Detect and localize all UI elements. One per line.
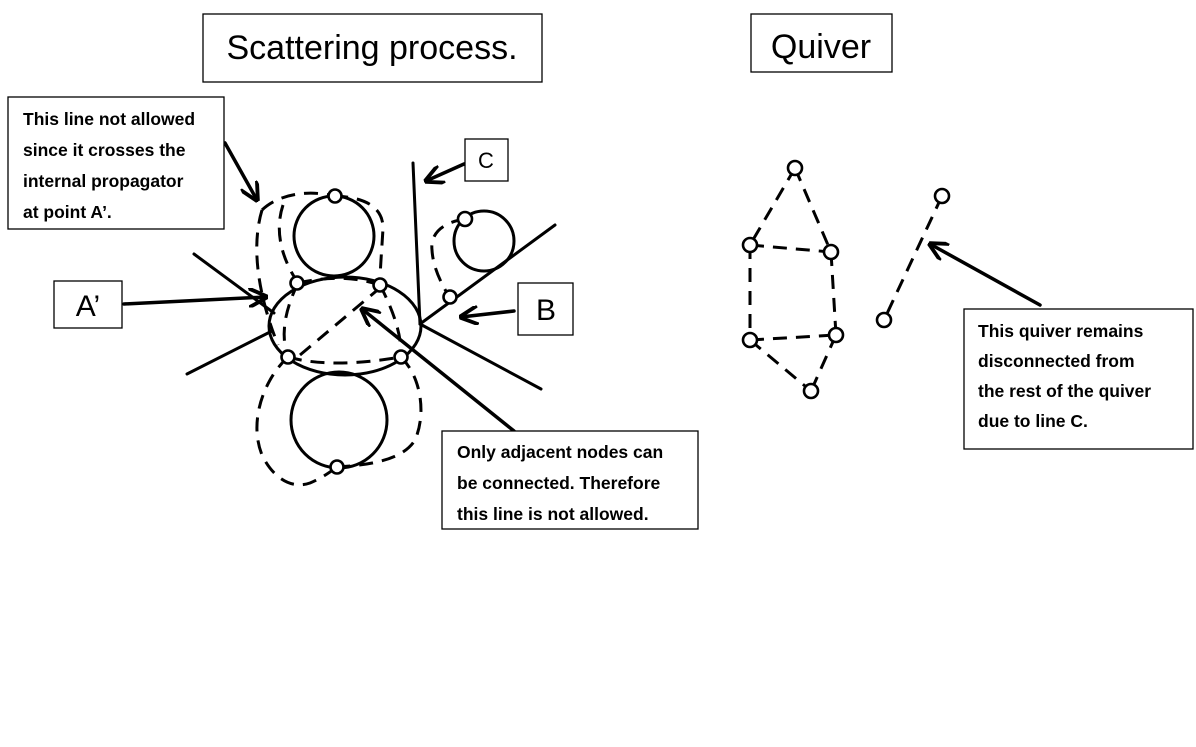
external-leg (418, 322, 543, 391)
label-a-prime: A’ (53, 280, 123, 329)
dashed-curve (430, 217, 466, 299)
quiver-node (802, 382, 820, 400)
right-loop (452, 209, 516, 273)
quiver-edge (749, 333, 837, 342)
dashed-curve (378, 284, 403, 358)
note-disconnected-text: This quiver remains disconnected from th… (978, 321, 1156, 431)
quiver-node (933, 187, 951, 205)
quiver-node (875, 311, 893, 329)
label-a-prime-text: A’ (76, 290, 100, 323)
lower-loop (289, 370, 389, 470)
node (329, 459, 345, 475)
note-crossing: This line not allowed since it crosses t… (7, 96, 225, 230)
dashed-curve (260, 191, 335, 212)
note-adjacent: Only adjacent nodes can be connected. Th… (441, 430, 699, 530)
arrow-b (461, 311, 516, 317)
quiver-node (786, 159, 804, 177)
quiver-title-text: Quiver (771, 28, 871, 66)
node (289, 275, 305, 291)
quiver-title: Quiver (750, 13, 893, 73)
note-crossing-text: This line not allowed since it crosses t… (23, 109, 200, 222)
dashed-curve (336, 355, 423, 469)
quiver-edge (793, 167, 833, 253)
label-b-text: B (536, 294, 556, 327)
quiver-node (827, 326, 845, 344)
quiver-node (741, 331, 759, 349)
line-c (411, 161, 422, 326)
external-legs (185, 161, 557, 391)
scattering-title: Scattering process. (202, 13, 543, 83)
note-disconnected: This quiver remains disconnected from th… (963, 308, 1194, 450)
external-leg (418, 223, 557, 326)
dashed-curve (287, 355, 402, 365)
label-c-text: C (478, 148, 494, 173)
quiver-node (822, 243, 840, 261)
quiver-edges (748, 167, 944, 393)
forbidden-crossing-line (255, 209, 280, 346)
external-leg (192, 252, 276, 315)
label-c: C (464, 138, 509, 182)
note-adjacent-text: Only adjacent nodes can be connected. Th… (457, 442, 668, 524)
quiver-nodes (741, 159, 951, 400)
node (372, 277, 388, 293)
arrow-a-prime (122, 297, 266, 304)
arrows (122, 141, 1042, 433)
node (327, 188, 343, 204)
quiver-node (741, 236, 759, 254)
label-b: B (517, 282, 574, 336)
arrow-c (426, 162, 466, 181)
quiver-edge (829, 251, 838, 336)
quiver-edge (748, 167, 797, 246)
node (442, 289, 458, 305)
scattering-nodes (280, 188, 474, 475)
arrow-crossing-note (223, 141, 257, 200)
quiver-edge (749, 243, 832, 254)
node (456, 210, 474, 228)
external-leg (185, 329, 274, 376)
disconnected-quiver-edge (882, 195, 944, 321)
quiver-edge (809, 334, 838, 392)
node (393, 349, 409, 365)
node (280, 349, 296, 365)
upper-loop (292, 194, 376, 278)
arrow-adjacent-note (362, 309, 516, 433)
dashed-overlay (255, 191, 466, 487)
forbidden-adjacent-line (299, 285, 382, 357)
quiver-edge (749, 338, 812, 393)
scattering-title-text: Scattering process. (226, 29, 517, 67)
arrow-disconnected-note (930, 244, 1042, 307)
dashed-curve (333, 194, 385, 286)
